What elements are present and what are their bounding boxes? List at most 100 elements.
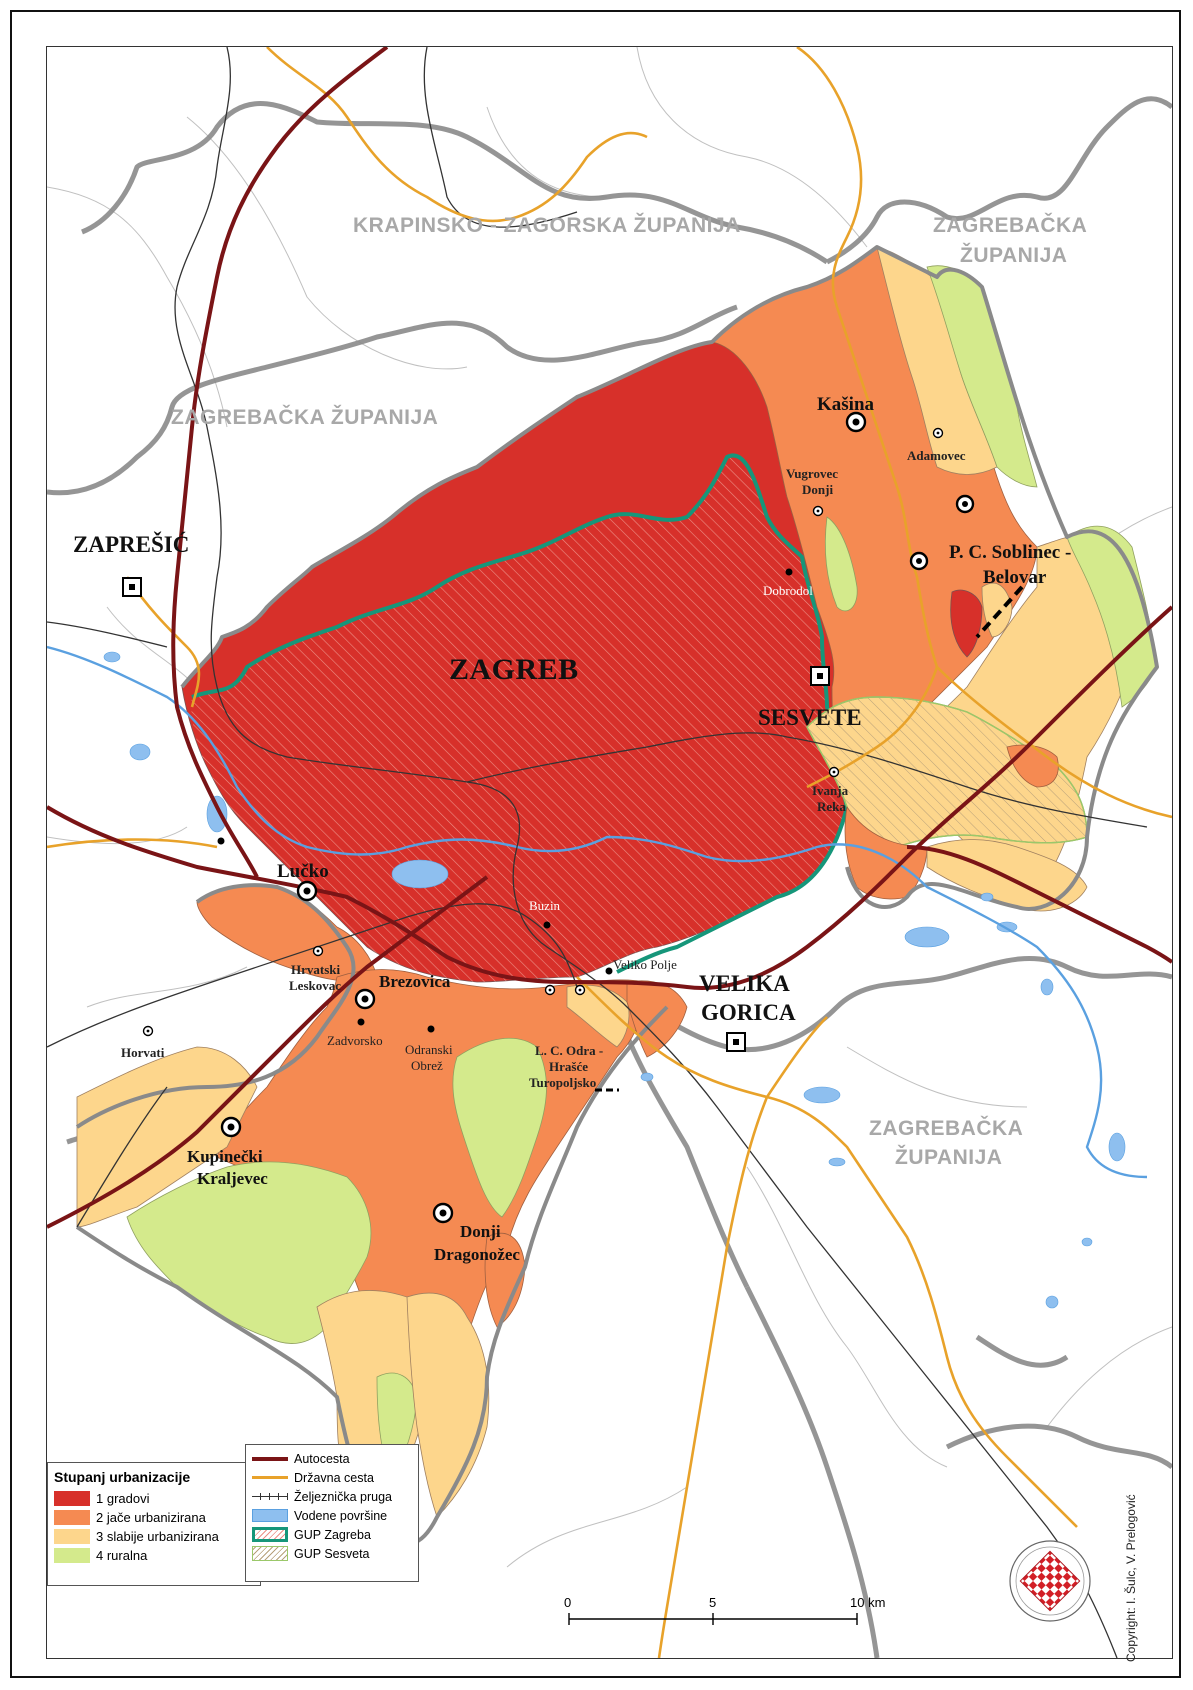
region-buzin-class3 — [566, 984, 630, 1048]
university-logo — [1009, 1540, 1091, 1622]
legend-line-row: Autocesta — [252, 1449, 412, 1468]
legend-class-label: 1 gradovi — [96, 1491, 150, 1506]
water-bodies — [103, 651, 1126, 1309]
legend-line-swatch — [252, 1509, 288, 1522]
label-zagreb: ZAGREB — [449, 653, 579, 686]
label-soblinec-1: P. C. Soblinec - — [949, 542, 1071, 563]
zagreb-city-border-south — [75, 883, 669, 1546]
scale-bar: 0 5 10 km — [564, 1595, 885, 1625]
label-ivanja-1: Ivanja — [812, 783, 849, 798]
county-borders — [47, 96, 1172, 1658]
label-vugrovec-2: Donji — [802, 482, 833, 497]
region-south-class3-b — [406, 1292, 490, 1518]
scale-label-5: 5 — [709, 1595, 716, 1610]
label-lucko: Lučko — [277, 861, 329, 882]
label-odra-2: Hrašće — [549, 1059, 588, 1074]
label-jezdovec: Ježdovec — [195, 850, 243, 865]
label-zagrebacka-ne-2: ŽUPANIJA — [960, 243, 1067, 267]
motorways — [47, 47, 1172, 1229]
legend-class-row: 3 slabije urbanizirana — [54, 1527, 254, 1546]
label-sesvete: SESVETE — [758, 705, 862, 730]
label-dragonozec-1: Donji — [460, 1222, 501, 1241]
label-odra-1: L. C. Odra - — [535, 1043, 603, 1058]
marker-odranski — [427, 1025, 435, 1033]
zagreb-city-border — [180, 245, 1159, 911]
region-dragonozec-class2 — [484, 1232, 526, 1328]
legend-line-label: Željeznička pruga — [294, 1489, 392, 1504]
label-krapinsko: KRAPINSKO - ZAGORSKA ŽUPANIJA — [353, 213, 741, 237]
legend-line-swatch — [252, 1457, 288, 1461]
label-zagrebacka-se-2: ŽUPANIJA — [895, 1145, 1002, 1169]
label-vugrovec-1: Vugrovec — [786, 466, 838, 481]
legend-line-label: Autocesta — [294, 1451, 350, 1466]
marker-zadvorsko — [357, 1018, 365, 1026]
marker-jezdovec — [217, 837, 225, 845]
map-canvas: KRAPINSKO - ZAGORSKA ŽUPANIJA ZAGREBAČKA… — [47, 47, 1172, 1658]
label-odra-3: Turopoljsko — [529, 1075, 596, 1090]
legend-line-row: Željeznička pruga — [252, 1487, 412, 1506]
state-roads — [47, 47, 1172, 1658]
label-dobrodol: Dobrodol — [763, 583, 813, 598]
legend-line-swatch — [252, 1527, 288, 1542]
region-ne-class4-b — [824, 516, 858, 612]
region-odranski-class4 — [452, 1037, 547, 1218]
label-zagrebacka-se-1: ZAGREBAČKA — [869, 1116, 1023, 1140]
legend-line-row: GUP Zagreba — [252, 1525, 412, 1544]
label-velika-gorica-1: VELIKA — [699, 971, 790, 996]
region-horvati-class3 — [76, 1046, 258, 1228]
legend-urbanization: Stupanj urbanizacije 1 gradovi 2 jače urb… — [47, 1462, 261, 1586]
label-hrvatski-1: Hrvatski — [291, 962, 341, 977]
legend-line-row: Vodene površine — [252, 1506, 412, 1525]
map-frame: KRAPINSKO - ZAGORSKA ŽUPANIJA ZAGREBAČKA… — [10, 10, 1181, 1678]
label-zapresic: ZAPREŠIĆ — [73, 531, 189, 557]
place-markers — [122, 411, 975, 1224]
railways — [47, 47, 1148, 1658]
legend-line-label: Vodene površine — [294, 1508, 388, 1523]
sava-river — [47, 645, 1148, 1179]
legend-line-row: Državna cesta — [252, 1468, 412, 1487]
legend-line-swatch — [252, 1476, 288, 1479]
map-area: KRAPINSKO - ZAGORSKA ŽUPANIJA ZAGREBAČKA… — [46, 46, 1173, 1659]
legend-title: Stupanj urbanizacije — [54, 1469, 191, 1485]
legend-class-label: 2 jače urbanizirana — [96, 1510, 206, 1525]
label-buzin: Buzin — [529, 898, 561, 913]
label-hrvatski-2: Leskovac — [289, 978, 341, 993]
region-ne-class1-b — [950, 589, 983, 658]
label-adamovec: Adamovec — [907, 448, 966, 463]
legend-line-label: Državna cesta — [294, 1470, 374, 1485]
label-zadvorsko: Zadvorsko — [327, 1033, 383, 1048]
legend-line-swatch — [252, 1489, 288, 1504]
label-horvati: Horvati — [121, 1045, 165, 1060]
legend-line-label: GUP Zagreba — [294, 1527, 371, 1542]
scale-label-10: 10 km — [850, 1595, 885, 1610]
label-veliko-polje: Veliko Polje — [613, 957, 677, 972]
label-ivanja-2: Reka — [817, 799, 846, 814]
label-zagrebacka-w: ZAGREBAČKA ŽUPANIJA — [171, 405, 438, 429]
marker-buzin — [543, 921, 551, 929]
label-zagrebacka-ne-1: ZAGREBAČKA — [933, 213, 1087, 237]
label-odranski-2: Obrež — [411, 1058, 443, 1073]
legend-line-row: GUP Sesveta — [252, 1544, 412, 1563]
label-kupinecki-2: Kraljevec — [197, 1169, 268, 1188]
label-dragonozec-2: Dragonožec — [434, 1245, 520, 1264]
marker-veliko-polje — [605, 967, 613, 975]
legend-class-swatch — [54, 1510, 90, 1525]
scale-label-0: 0 — [564, 1595, 571, 1610]
legend-class-label: 3 slabije urbanizirana — [96, 1529, 219, 1544]
kasina-soblinec-link — [975, 585, 1024, 639]
label-odranski-1: Odranski — [405, 1042, 453, 1057]
label-kupinecki-1: Kupinečki — [187, 1147, 263, 1166]
legend-class-row: 2 jače urbanizirana — [54, 1508, 254, 1527]
legend-class-label: 4 ruralna — [96, 1548, 148, 1563]
legend-line-swatch — [252, 1546, 288, 1561]
label-kasina: Kašina — [817, 394, 875, 415]
label-brezovica: Brezovica — [379, 972, 451, 991]
legend-class-row: 4 ruralna — [54, 1546, 254, 1565]
gup-zagreba-border — [191, 453, 850, 974]
label-velika-gorica-2: GORICA — [701, 1000, 796, 1025]
label-soblinec-2: Belovar — [983, 567, 1047, 588]
copyright: Copyright: I. Šulc, V. Prelogović — [1124, 1494, 1138, 1662]
legend-line-label: GUP Sesveta — [294, 1546, 370, 1561]
legend-class-row: 1 gradovi — [54, 1489, 254, 1508]
